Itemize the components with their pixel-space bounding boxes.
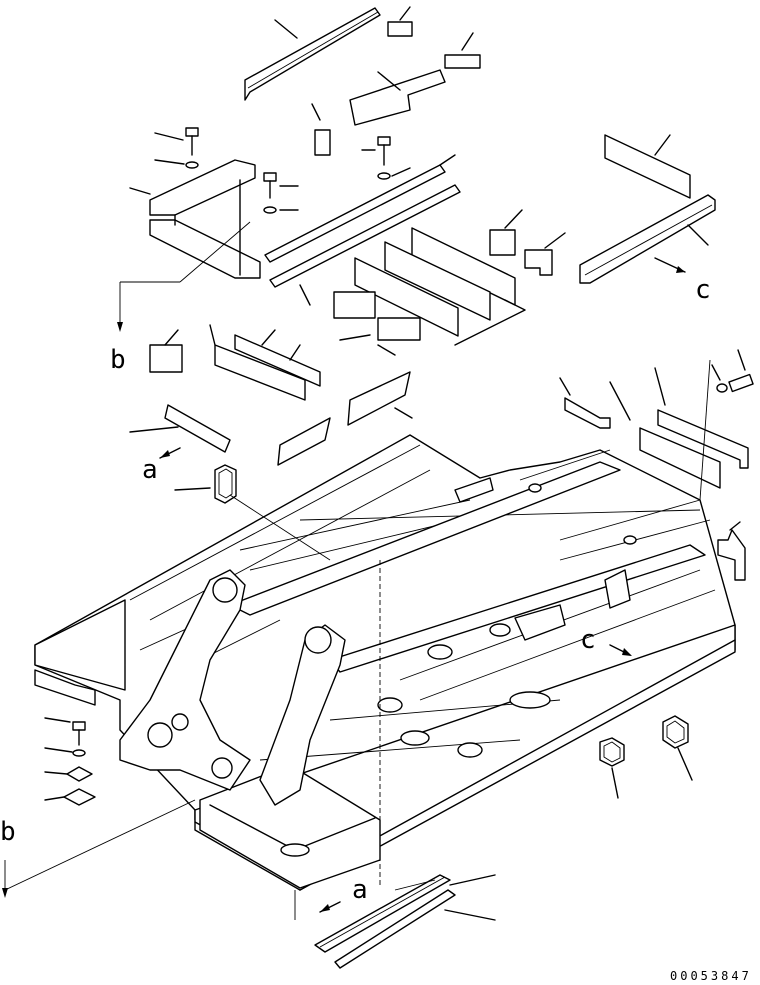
callout-c-top: c xyxy=(695,275,711,305)
clip-r2 xyxy=(717,529,746,581)
pad-top-2 xyxy=(444,54,481,69)
access-hole-1 xyxy=(427,644,453,660)
arrow-a-top xyxy=(160,450,170,458)
bolt-4 xyxy=(716,373,754,393)
rail-r3 xyxy=(657,409,749,469)
callout-c-mid: c xyxy=(580,625,596,655)
pad-c1 xyxy=(333,291,376,319)
main-frame xyxy=(34,434,736,891)
strip-l xyxy=(164,404,231,453)
pad-top-1 xyxy=(387,21,413,37)
callout-b-top: b xyxy=(110,345,126,375)
plate-l1 xyxy=(214,344,306,401)
pin-boss-4 xyxy=(211,757,233,779)
grommet-2 xyxy=(599,737,625,767)
bottom-rail-2 xyxy=(334,889,456,969)
pin-boss-5 xyxy=(171,713,189,731)
bottom-rail-1 xyxy=(314,874,451,953)
upper-left-frame xyxy=(149,159,256,216)
grommet-1 xyxy=(214,464,237,504)
access-hole-4 xyxy=(400,730,430,746)
strip-m xyxy=(277,417,331,466)
frame-block xyxy=(514,604,566,641)
pad-r2 xyxy=(524,249,553,276)
left-bolt-stack xyxy=(44,717,96,806)
arrow-a-bottom xyxy=(320,904,330,912)
access-hole-5 xyxy=(457,742,483,758)
plate-c2 xyxy=(384,241,491,321)
main-beam-upper xyxy=(229,461,621,616)
callout-a-bottom: a xyxy=(352,875,368,905)
grommet-3 xyxy=(662,715,689,749)
left-step xyxy=(34,669,96,706)
pad-r1 xyxy=(489,229,516,256)
boom-bracket-right xyxy=(259,624,346,806)
pad-l1 xyxy=(149,344,183,373)
arrow-b-bottom xyxy=(2,888,8,898)
callout-a-top: a xyxy=(142,455,158,485)
pin-boss-1 xyxy=(212,577,238,603)
reference-lines xyxy=(4,221,711,920)
bolt-3 xyxy=(377,136,391,180)
strip-r xyxy=(347,371,411,426)
callout-b-bottom: b xyxy=(0,817,16,847)
frame-left-box xyxy=(34,599,126,691)
top-parts xyxy=(129,6,754,581)
small-block xyxy=(314,129,331,156)
right-plate xyxy=(604,134,691,199)
middle-long-rail-2 xyxy=(269,184,461,288)
access-hole-2 xyxy=(489,623,511,637)
plate-c3 xyxy=(354,257,459,337)
wedge-plate xyxy=(349,69,446,126)
frame-tab xyxy=(604,569,631,609)
access-hole-7 xyxy=(280,843,310,857)
access-hole-8 xyxy=(528,483,542,493)
bolt-1 xyxy=(185,127,199,169)
pad-c2 xyxy=(377,317,421,341)
rail-top xyxy=(244,7,381,101)
access-hole-6 xyxy=(509,691,551,709)
bolt-2 xyxy=(263,172,277,214)
arrow-b-top xyxy=(117,322,123,332)
upper-left-rail xyxy=(149,219,261,279)
arrow-c xyxy=(622,648,632,656)
access-hole-9 xyxy=(623,535,637,545)
drawing-number: 00053847 xyxy=(670,969,752,983)
frame-tab-2 xyxy=(454,477,494,503)
clip-r1 xyxy=(564,397,611,429)
pin-boss-2 xyxy=(304,626,332,654)
right-rail xyxy=(579,194,716,284)
plate-l2 xyxy=(234,334,321,387)
middle-long-rail xyxy=(264,164,446,263)
access-hole-3 xyxy=(377,697,403,713)
pin-boss-3 xyxy=(147,722,173,748)
plate-r3 xyxy=(639,427,721,489)
